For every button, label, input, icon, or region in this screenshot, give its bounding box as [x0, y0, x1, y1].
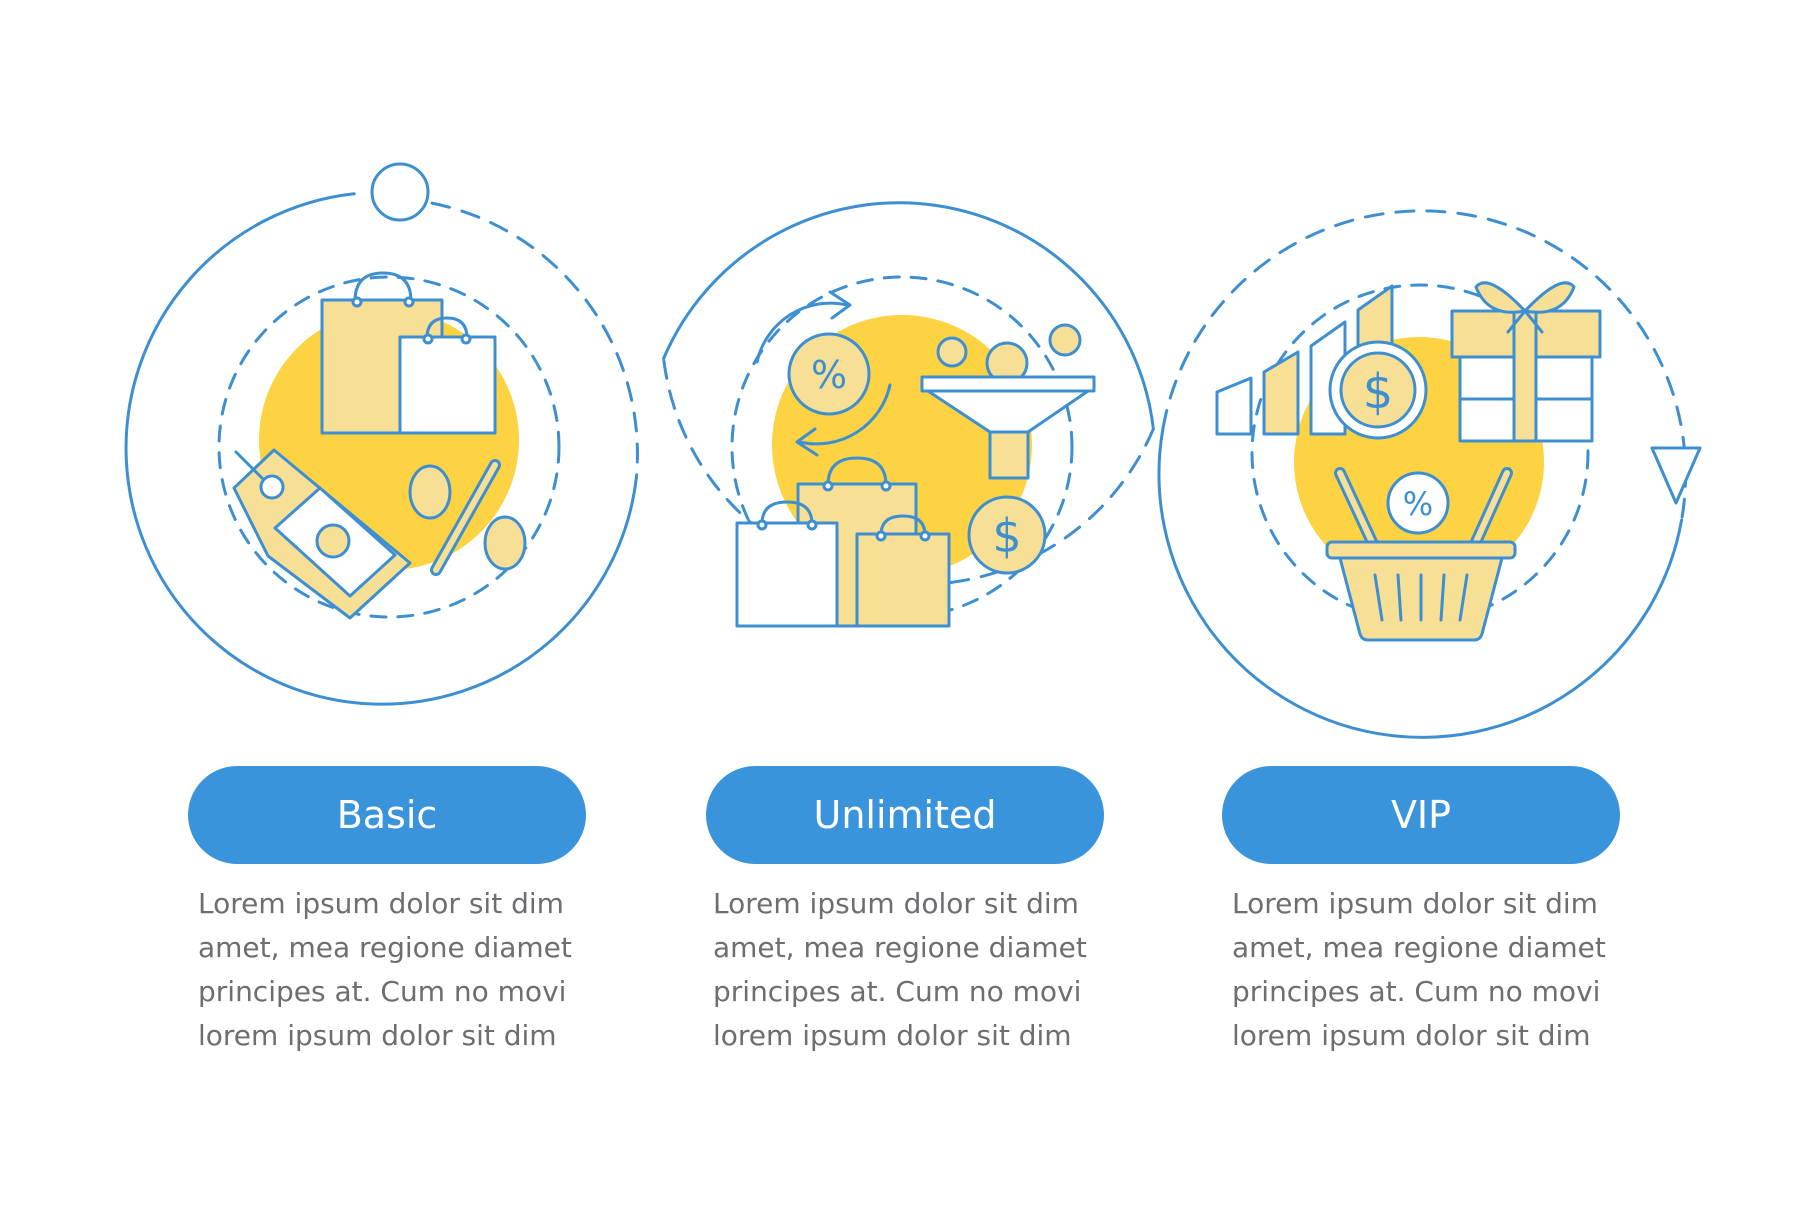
description-line: principes at. Cum no movi: [198, 975, 567, 1008]
step-basic-graphic: [124, 162, 639, 706]
funnel-icon: [920, 375, 1096, 480]
percent-cycle-icon: %: [755, 290, 892, 457]
description-line: amet, mea regione diamet: [713, 931, 1087, 964]
step-unlimited-graphic: % $: [662, 201, 1155, 628]
step-label-unlimited: Unlimited: [706, 766, 1104, 864]
description-line: principes at. Cum no movi: [1232, 975, 1601, 1008]
outer-ring-unlimited-dashed: [662, 357, 1155, 587]
direction-arrow-icon: [1650, 446, 1702, 505]
dollar-coin-icon: $: [967, 495, 1047, 575]
description-line: amet, mea regione diamet: [1232, 931, 1606, 964]
svg-text:$: $: [992, 509, 1021, 563]
progress-marker-circle: [370, 162, 430, 222]
gift-box-icon: [1450, 281, 1602, 443]
svg-text:%: %: [1403, 485, 1433, 523]
percent-badge-icon: %: [1386, 471, 1450, 535]
step-description-vip: Lorem ipsum dolor sit dim amet, mea regi…: [1232, 882, 1652, 1058]
description-line: Lorem ipsum dolor sit dim: [198, 887, 564, 920]
coins-icon: [936, 323, 1082, 385]
description-line: lorem ipsum dolor sit dim: [1232, 1019, 1591, 1052]
outer-ring-basic: [124, 192, 638, 706]
description-line: Lorem ipsum dolor sit dim: [1232, 887, 1598, 920]
description-line: Lorem ipsum dolor sit dim: [713, 887, 1079, 920]
step-label-vip: VIP: [1222, 766, 1620, 864]
percent-icon: [408, 459, 527, 576]
inner-dashed-ring-vip: [1250, 283, 1590, 623]
inner-dashed-ring-unlimited: [730, 275, 1074, 619]
shopping-bags-icon: [735, 456, 951, 628]
shopping-bags-icon: [320, 271, 497, 435]
step-label-basic: Basic: [188, 766, 586, 864]
svg-text:$: $: [1363, 364, 1394, 420]
price-tag-icon: [232, 448, 412, 620]
outer-ring-vip-dashed: [1161, 209, 1688, 522]
inner-dashed-ring-basic: [217, 275, 561, 619]
step-description-unlimited: Lorem ipsum dolor sit dim amet, mea regi…: [713, 882, 1133, 1058]
svg-text:%: %: [811, 353, 847, 397]
step-vip-graphic: $ %: [1157, 209, 1702, 739]
step-description-basic: Lorem ipsum dolor sit dim amet, mea regi…: [198, 882, 618, 1058]
description-line: amet, mea regione diamet: [198, 931, 572, 964]
outer-ring-unlimited: [662, 201, 1155, 431]
outer-ring-vip: [1157, 426, 1684, 739]
dollar-coin-icon: $: [1328, 340, 1428, 440]
shopping-basket-icon: [1325, 467, 1517, 642]
description-line: principes at. Cum no movi: [713, 975, 1082, 1008]
description-line: lorem ipsum dolor sit dim: [198, 1019, 557, 1052]
outer-ring-basic-dashed: [430, 201, 639, 479]
description-line: lorem ipsum dolor sit dim: [713, 1019, 1072, 1052]
